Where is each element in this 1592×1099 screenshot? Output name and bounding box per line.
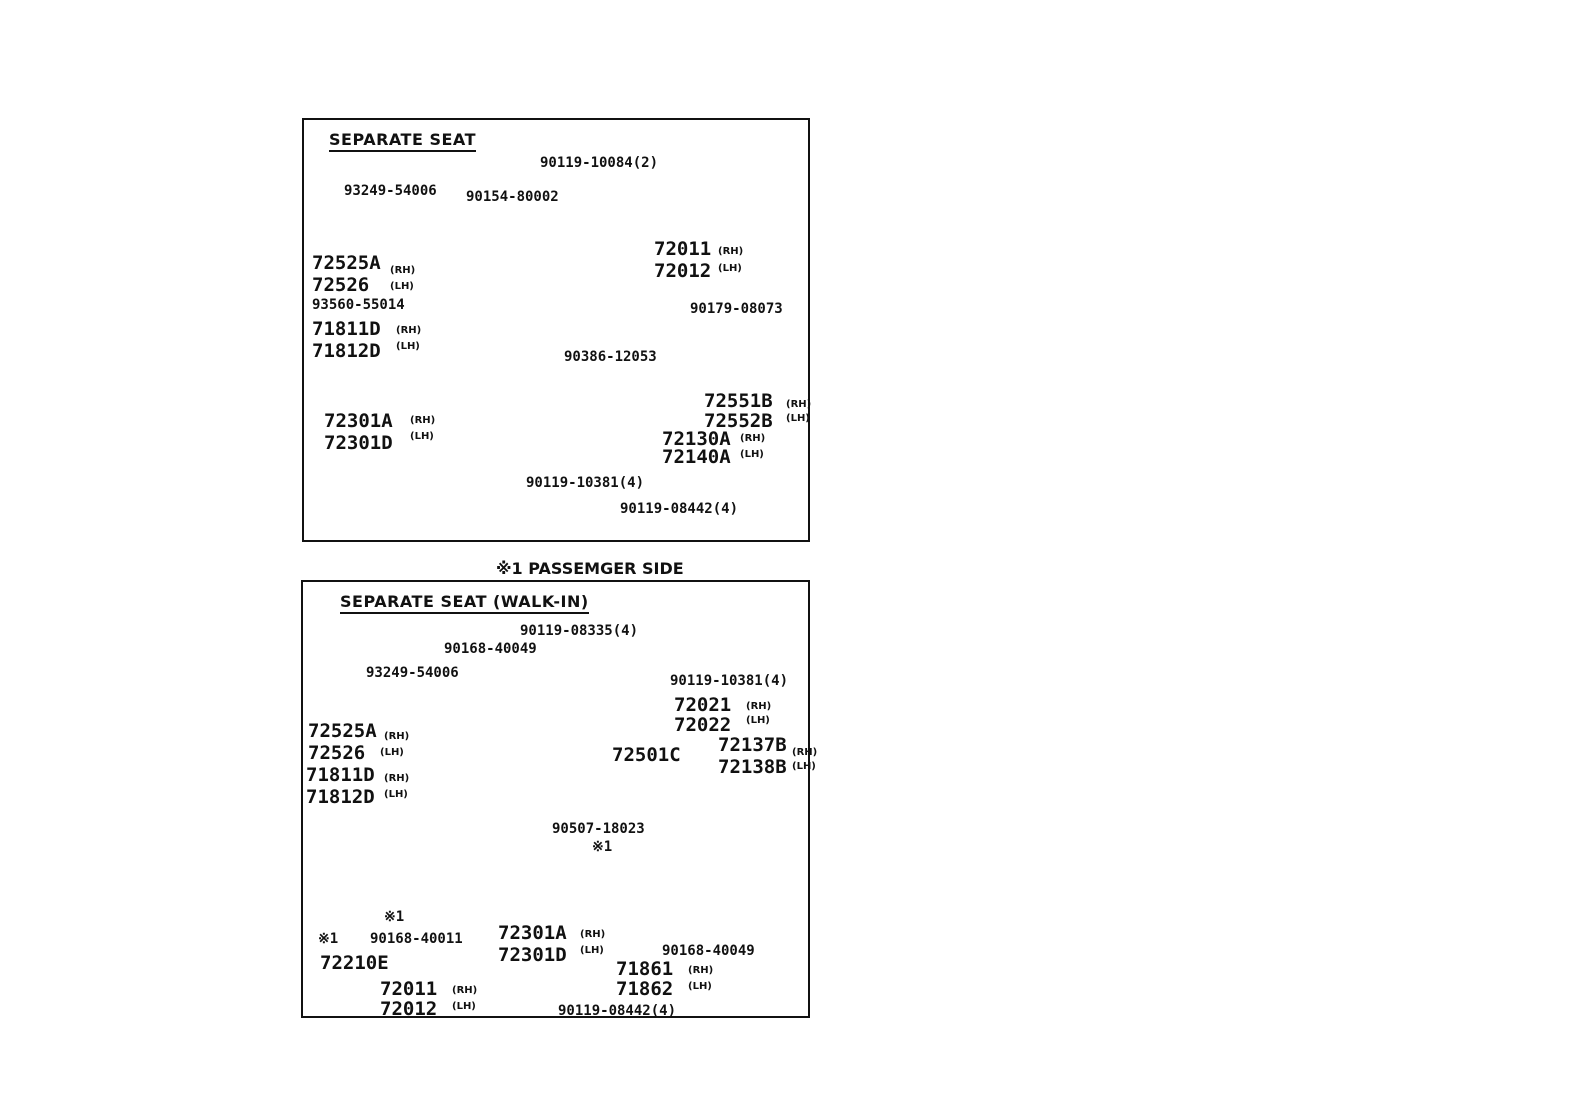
part-label: 72138B <box>718 756 787 778</box>
part-label: 90154-80002 <box>466 189 559 205</box>
part-label: 72525A <box>308 720 377 742</box>
part-label: 71812D <box>312 340 381 362</box>
passenger-side-note: ※1 PASSEMGER SIDE <box>496 559 684 578</box>
part-label: 72210E <box>320 952 389 974</box>
part-side-label: (LH) <box>390 281 414 292</box>
part-side-label: (LH) <box>740 449 764 460</box>
part-side-label: (LH) <box>396 341 420 352</box>
part-label: 72011 <box>380 978 438 1000</box>
part-label: 71861 <box>616 958 674 980</box>
part-label: 72501C <box>612 744 681 766</box>
part-label: 72022 <box>674 714 732 736</box>
part-label: 90168-40049 <box>444 641 537 657</box>
part-side-label: (RH) <box>580 929 606 940</box>
part-side-label: (LH) <box>688 981 712 992</box>
part-label: 90168-40049 <box>662 943 755 959</box>
passenger-side-mark: ※1 <box>384 909 405 925</box>
part-label: 72552B <box>704 410 773 432</box>
part-label: 71811D <box>312 318 381 340</box>
part-side-label: (RH) <box>452 985 478 996</box>
part-label: 71811D <box>306 764 375 786</box>
part-side-label: (RH) <box>384 773 410 784</box>
part-side-label: (RH) <box>786 399 812 410</box>
part-side-label: (LH) <box>718 263 742 274</box>
part-label: 72526 <box>312 274 370 296</box>
part-label: 72301D <box>498 944 567 966</box>
part-side-label: (RH) <box>718 246 744 257</box>
part-label: 72301D <box>324 432 393 454</box>
part-label: 72021 <box>674 694 732 716</box>
part-side-label: (LH) <box>452 1001 476 1012</box>
panel-title: SEPARATE SEAT (WALK-IN) <box>340 592 589 614</box>
part-label: 90119-10084(2) <box>540 155 659 171</box>
part-side-label: (LH) <box>746 715 770 726</box>
separate-seat-panel <box>302 118 810 542</box>
part-label: 72011 <box>654 238 712 260</box>
part-side-label: (LH) <box>380 747 404 758</box>
part-label: 90119-08442(4) <box>620 501 739 517</box>
part-label: 90386-12053 <box>564 349 657 365</box>
part-side-label: (LH) <box>792 761 816 772</box>
panel-title: SEPARATE SEAT <box>329 130 476 152</box>
part-label: 72012 <box>380 998 438 1020</box>
part-label: 93249-54006 <box>344 183 437 199</box>
part-label: 72551B <box>704 390 773 412</box>
part-label: 71812D <box>306 786 375 808</box>
part-label: 72526 <box>308 742 366 764</box>
part-side-label: (RH) <box>746 701 772 712</box>
part-label: 72140A <box>662 446 731 468</box>
part-side-label: (RH) <box>792 747 818 758</box>
part-side-label: (RH) <box>396 325 422 336</box>
passenger-side-mark: ※1 <box>592 839 613 855</box>
part-label: 72137B <box>718 734 787 756</box>
part-label: 90507-18023 <box>552 821 645 837</box>
part-side-label: (LH) <box>384 789 408 800</box>
part-label: 90179-08073 <box>690 301 783 317</box>
part-label: 72301A <box>498 922 567 944</box>
part-side-label: (LH) <box>410 431 434 442</box>
part-label: 72012 <box>654 260 712 282</box>
part-label: 72301A <box>324 410 393 432</box>
separate-seat-walk-in-panel <box>301 580 810 1018</box>
part-label: 72525A <box>312 252 381 274</box>
part-label: 90119-08442(4) <box>558 1003 677 1019</box>
passenger-side-mark: ※1 <box>318 931 339 947</box>
part-side-label: (LH) <box>580 945 604 956</box>
part-side-label: (RH) <box>688 965 714 976</box>
part-side-label: (LH) <box>786 413 810 424</box>
part-side-label: (RH) <box>390 265 416 276</box>
part-label: 90119-10381(4) <box>670 673 789 689</box>
part-label: 90168-40011 <box>370 931 463 947</box>
part-label: 93249-54006 <box>366 665 459 681</box>
part-label: 90119-08335(4) <box>520 623 639 639</box>
part-label: 93560-55014 <box>312 297 405 313</box>
part-label: 71862 <box>616 978 674 1000</box>
part-label: 72130A <box>662 428 731 450</box>
part-label: 90119-10381(4) <box>526 475 645 491</box>
part-side-label: (RH) <box>410 415 436 426</box>
part-side-label: (RH) <box>740 433 766 444</box>
part-side-label: (RH) <box>384 731 410 742</box>
